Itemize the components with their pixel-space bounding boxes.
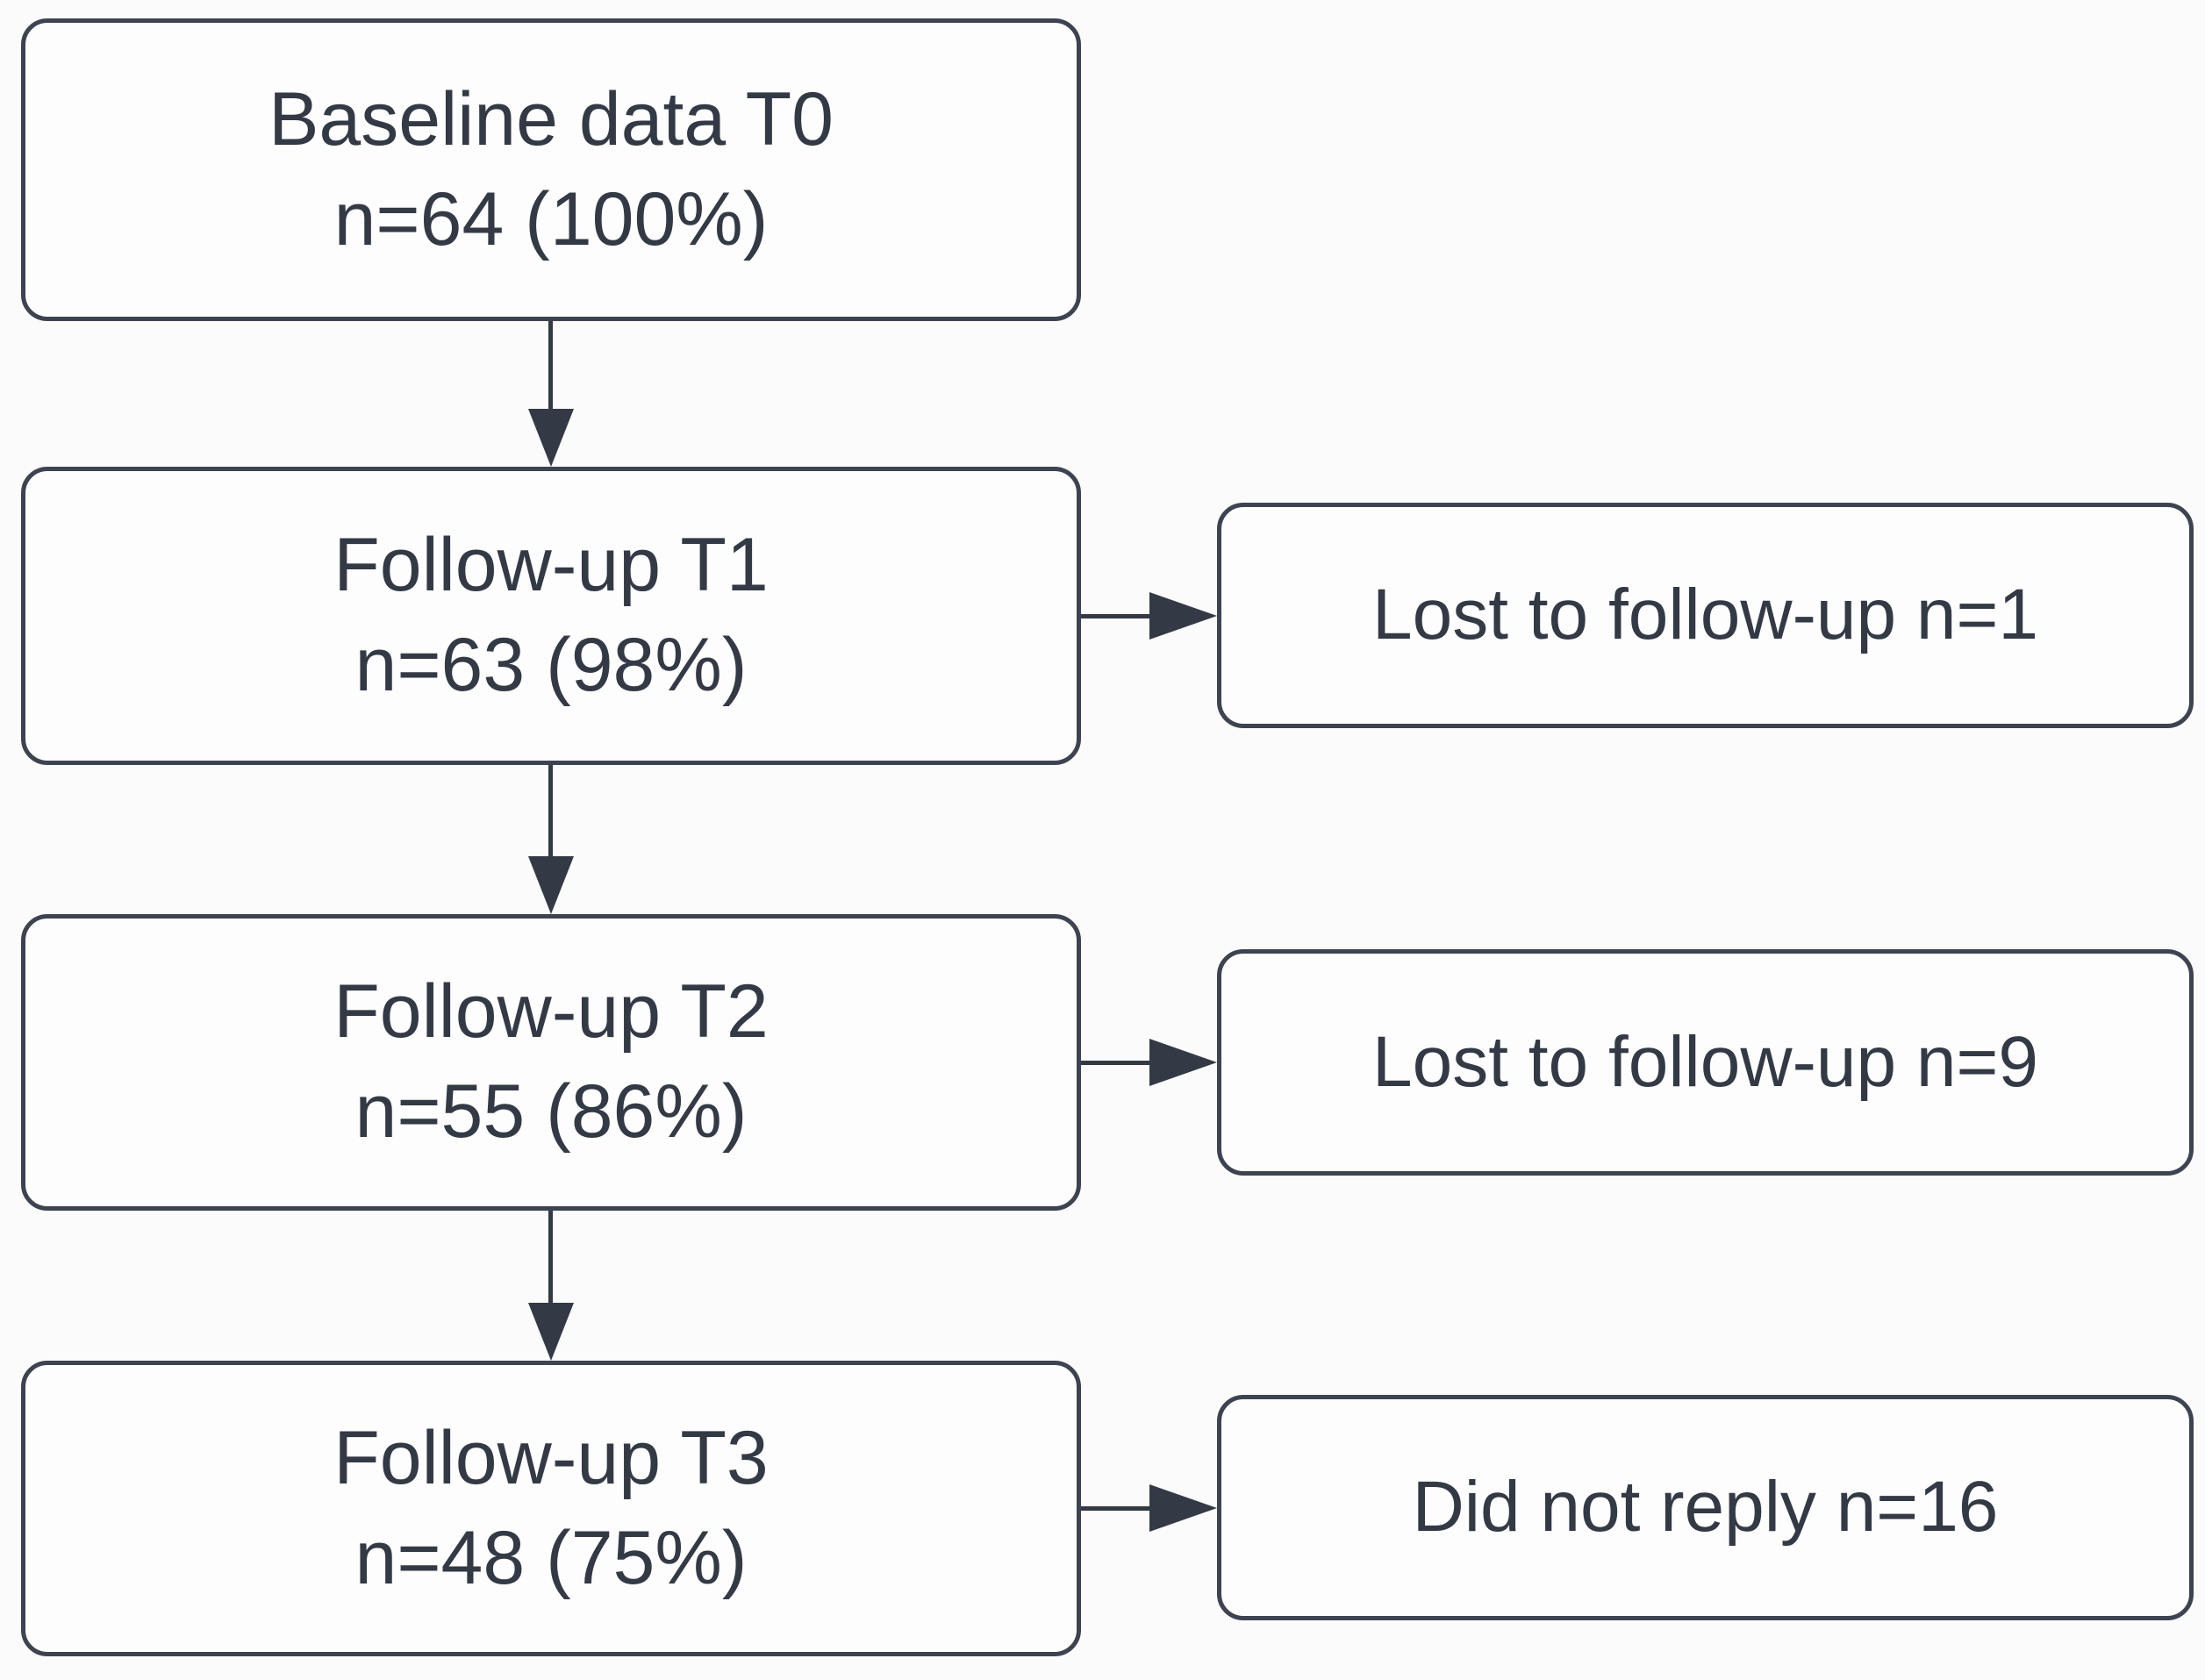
arrow-t3-to-noreply-line xyxy=(1081,1506,1151,1511)
arrow-t1-to-lost-head-icon xyxy=(1149,592,1217,640)
baseline-t0-title: Baseline data T0 xyxy=(268,76,834,161)
followup-t3-box: Follow-up T3 n=48 (75%) xyxy=(21,1361,1081,1656)
arrow-t2-to-t3-line xyxy=(548,1211,553,1304)
arrow-t0-to-t1-head-icon xyxy=(528,409,574,467)
arrow-t1-to-lost-line xyxy=(1081,614,1151,618)
lost-followup-t2-box: Lost to follow-up n=9 xyxy=(1217,949,2194,1176)
lost-followup-t2-label: Lost to follow-up n=9 xyxy=(1372,1021,2038,1102)
arrow-t1-to-t2-head-icon xyxy=(528,856,574,914)
baseline-t0-box: Baseline data T0 n=64 (100%) xyxy=(21,18,1081,321)
lost-followup-t1-box: Lost to follow-up n=1 xyxy=(1217,503,2194,728)
followup-t3-count: n=48 (75%) xyxy=(354,1515,748,1600)
lost-followup-t1-label: Lost to follow-up n=1 xyxy=(1372,575,2038,655)
baseline-t0-count: n=64 (100%) xyxy=(333,176,769,261)
followup-t1-title: Follow-up T1 xyxy=(333,523,769,608)
followup-t2-title: Follow-up T2 xyxy=(333,969,769,1054)
arrow-t3-to-noreply-head-icon xyxy=(1149,1484,1217,1532)
followup-t1-count: n=63 (98%) xyxy=(354,623,748,707)
arrow-t2-to-t3-head-icon xyxy=(528,1303,574,1361)
arrow-t1-to-t2-line xyxy=(548,765,553,857)
arrow-t2-to-lost-line xyxy=(1081,1061,1151,1065)
followup-t2-box: Follow-up T2 n=55 (86%) xyxy=(21,914,1081,1211)
followup-t2-count: n=55 (86%) xyxy=(354,1069,748,1154)
arrow-t0-to-t1-line xyxy=(548,321,553,410)
did-not-reply-label: Did not reply n=16 xyxy=(1412,1467,1999,1548)
arrow-t2-to-lost-head-icon xyxy=(1149,1039,1217,1086)
followup-t3-title: Follow-up T3 xyxy=(333,1415,769,1500)
did-not-reply-box: Did not reply n=16 xyxy=(1217,1395,2194,1620)
followup-t1-box: Follow-up T1 n=63 (98%) xyxy=(21,467,1081,765)
